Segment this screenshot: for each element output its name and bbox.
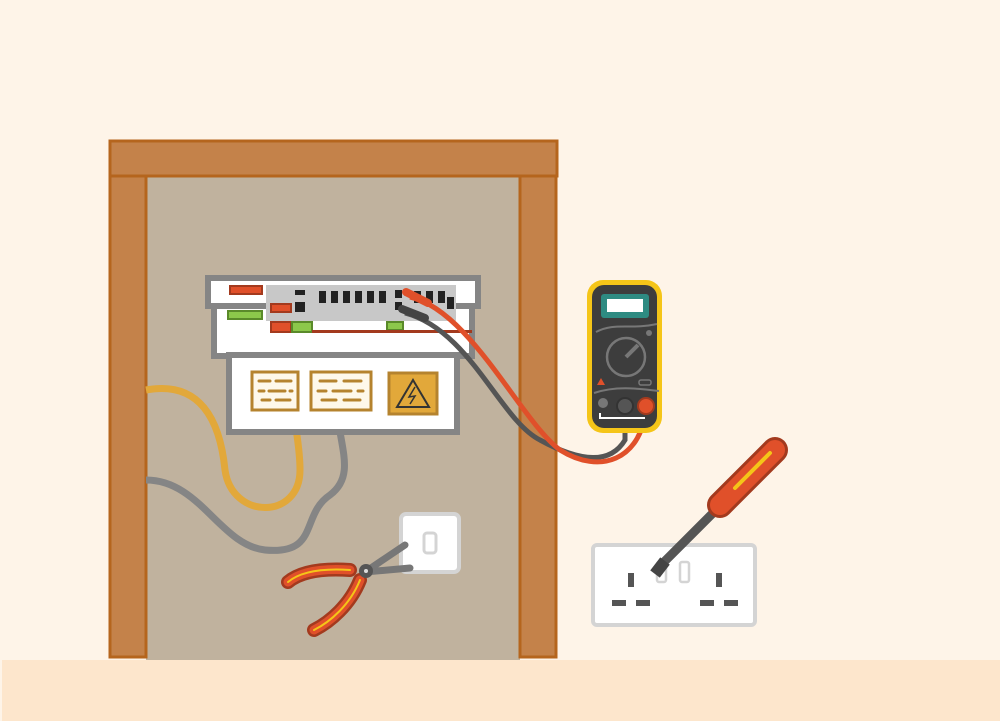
yellow-wire: [145, 385, 304, 511]
breaker-green: [227, 310, 263, 320]
cabinet-left-post: [108, 174, 148, 659]
fuse-box: [205, 275, 481, 435]
gray-wire: [145, 431, 348, 554]
red-probe-tip: [402, 288, 432, 307]
dial-knob-icon: [605, 336, 647, 378]
multimeter: [587, 280, 662, 433]
cabinet-right-post: [518, 174, 558, 659]
floor: [2, 660, 1000, 721]
black-probe-plug: [616, 397, 634, 415]
screwdriver: [650, 437, 788, 578]
red-probe-lead: [409, 294, 649, 465]
breaker-red: [229, 285, 263, 295]
cabinet-top-beam: [108, 139, 559, 178]
red-probe-plug: [637, 397, 655, 415]
black-probe-lead: [404, 310, 628, 461]
black-probe-tip: [398, 305, 429, 322]
lightning-warning-icon: [395, 378, 431, 408]
pliers: [281, 541, 414, 637]
light-switch: [399, 512, 461, 574]
